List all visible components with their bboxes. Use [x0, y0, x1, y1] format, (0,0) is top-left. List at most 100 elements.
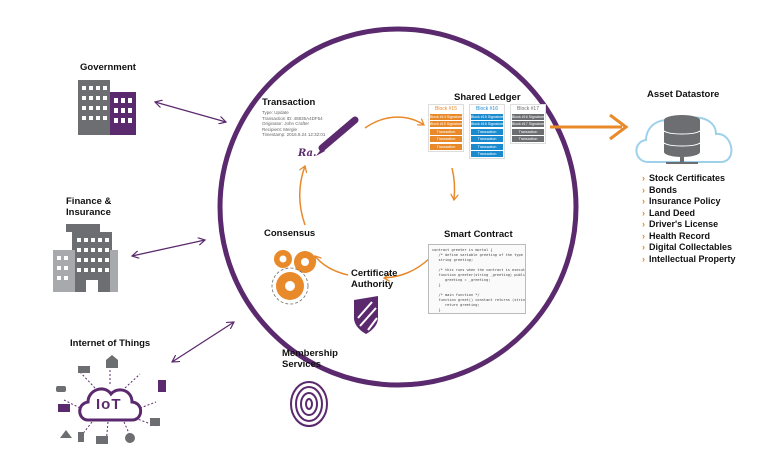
block-transaction: Transaction: [471, 128, 503, 135]
asset-label: Digital Collectables: [649, 242, 733, 252]
block-title: Block #15: [435, 106, 457, 112]
code-line: /* this runs when the contract is execut…: [432, 268, 526, 272]
consensus-label: Consensus: [264, 228, 316, 239]
transaction-label: Transaction: [262, 97, 316, 108]
ledger-to-contract-arrow: [452, 167, 455, 200]
asset-label: Driver's License: [649, 219, 719, 229]
ca-to-consensus-arrow: [315, 256, 349, 276]
asset-label: Health Record: [649, 230, 711, 241]
code-line: function greeter(string _greeting) publi…: [432, 273, 526, 277]
asset-label: Stock Certificates: [649, 173, 726, 183]
asset-label: Land Deed: [649, 207, 696, 218]
block-transaction: Transaction: [430, 143, 462, 150]
asset-item: › Driver's License: [642, 219, 736, 231]
asset-datastore-label: Asset Datastore: [647, 89, 720, 100]
transaction-id: Transaction ID: 48835A4DF54: [262, 115, 323, 121]
code-line: /* define variable greeting of the type …: [438, 253, 523, 257]
fingerprint-icon: [290, 381, 328, 427]
datastore-arrowhead: [609, 113, 629, 141]
government-arrow: [155, 102, 226, 122]
chevron-right-icon: ›: [642, 196, 645, 206]
drone-icon: [150, 418, 160, 426]
tractor-icon: [125, 433, 135, 443]
block-transaction: Block #16 Signature: [512, 113, 544, 120]
chevron-right-icon: ›: [642, 207, 645, 218]
asset-item: › Health Record: [642, 231, 736, 243]
asset-item: › Bonds: [642, 185, 736, 197]
block-transaction: Block #15 Signature: [430, 121, 462, 127]
signature-text: Ra.: [298, 148, 317, 159]
shield-icon: [354, 296, 378, 334]
chevron-right-icon: ›: [642, 230, 645, 241]
block-title: Block #16: [476, 106, 498, 112]
asset-item: › Intellectual Property: [642, 254, 736, 266]
block-transaction: Transaction: [512, 128, 544, 135]
building-small-icon: [158, 380, 166, 392]
consensus-to-transaction-arrow: [299, 166, 305, 226]
gears-icon: [271, 250, 316, 305]
code-line: greeting = _greeting;: [432, 278, 491, 282]
transaction-type: Type: Update: [262, 110, 289, 115]
block-transaction: Block #17 Signature: [512, 121, 544, 127]
code-line: contract greeter is mortal {: [432, 248, 493, 252]
house-icon: [106, 355, 118, 368]
certificate-authority-label: Certificate Authority: [351, 268, 398, 290]
chevron-right-icon: ›: [642, 242, 645, 252]
block-transaction: Transaction: [512, 136, 544, 142]
transaction-originator: Originator: John Crafter: [262, 121, 310, 126]
code-line: }: [432, 283, 441, 287]
code-line: function greet() constant returns (strin…: [432, 298, 526, 302]
iot-arrow: [172, 322, 234, 362]
pen-icon: [316, 116, 359, 156]
asset-label: Bonds: [649, 184, 677, 195]
asset-item: ›Stock Certificates: [642, 173, 736, 185]
transaction-timestamp: Timestamp: 2016.9.24 12:32:01: [262, 132, 326, 137]
asset-label: Intellectual Property: [649, 253, 736, 264]
block-transaction: Transaction: [471, 143, 503, 150]
iot-cloud-text: IoT: [96, 396, 122, 413]
cart-icon: [58, 404, 70, 412]
block-transaction: Block #16 Signature: [471, 121, 503, 127]
code-line: string greeting;: [432, 258, 474, 262]
code-line: }: [432, 308, 441, 312]
transaction-recipient: Recipient: Mergle: [262, 126, 298, 132]
blockchain-network-circle: [217, 26, 579, 388]
government-label: Government: [80, 62, 136, 73]
smart-contract-code: contract greeter is mortal { /* define v…: [428, 244, 526, 314]
finance-arrow: [132, 240, 205, 256]
asset-list: ›Stock Certificates›Bonds›Insurance Poli…: [642, 173, 736, 265]
chevron-right-icon: ›: [642, 219, 645, 229]
asset-item: › Insurance Policy: [642, 196, 736, 208]
wind-turbine-icon: [60, 430, 72, 438]
code-line: /* main function */: [432, 293, 480, 297]
shared-ledger-label: Shared Ledger: [454, 92, 521, 103]
iot-devices-icons: [56, 355, 166, 444]
code-line: return greeting;: [432, 303, 480, 307]
chevron-right-icon: ›: [642, 253, 645, 264]
transaction-to-ledger-arrow: [364, 116, 424, 129]
finance-label: Finance & Insurance: [66, 196, 112, 218]
chevron-right-icon: ›: [642, 184, 645, 195]
block-transaction: Transaction: [471, 136, 503, 142]
government-icon: [78, 80, 136, 135]
bus-icon: [78, 366, 90, 373]
membership-services-label: Membership Services: [282, 348, 338, 370]
transaction-details: Type: Update Transaction ID: 48835A4DF54…: [262, 110, 325, 138]
factory-icon: [96, 436, 108, 444]
asset-label: Insurance Policy: [649, 196, 721, 206]
asset-item: › Digital Collectables: [642, 242, 736, 254]
asset-item: › Land Deed: [642, 208, 736, 220]
block-transaction: Block #14 Signature: [430, 113, 462, 120]
block-transaction: Transaction: [430, 136, 462, 142]
smart-contract-label: Smart Contract: [444, 229, 513, 240]
car-icon: [56, 386, 66, 392]
block-title: Block #17: [517, 106, 539, 112]
block-transaction: Transaction: [471, 151, 503, 157]
contract-to-ca-arrow: [384, 257, 431, 278]
iot-label: Internet of Things: [70, 338, 151, 349]
